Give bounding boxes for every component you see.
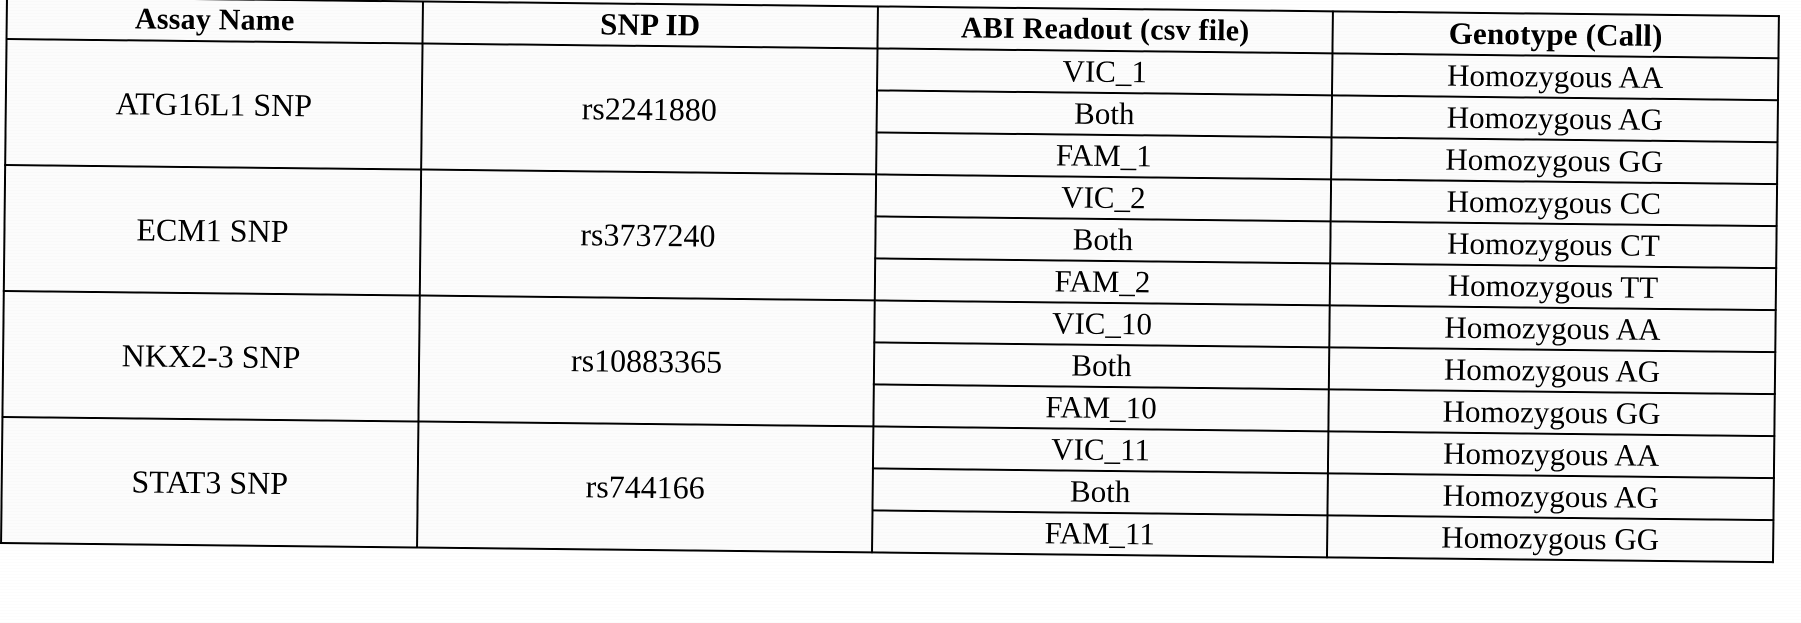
abi-readout-cell: Both (872, 468, 1328, 516)
genotype-cell: Homozygous AA (1332, 53, 1779, 101)
abi-readout-cell: VIC_10 (874, 300, 1330, 348)
genotype-cell: Homozygous CT (1330, 221, 1777, 269)
genotype-cell: Homozygous CC (1330, 179, 1778, 227)
column-header-genotype-call: Genotype (Call) (1332, 11, 1779, 59)
snp-id-cell: rs3737240 (419, 169, 877, 301)
skewed-table-wrapper: Assay Name SNP ID ABI Readout (csv file)… (0, 0, 1780, 564)
abi-readout-cell: Both (875, 216, 1331, 264)
genotype-cell: Homozygous GG (1327, 515, 1774, 563)
genotype-cell: Homozygous AA (1329, 305, 1776, 353)
abi-readout-cell: FAM_2 (874, 258, 1331, 306)
abi-readout-cell: Both (876, 90, 1333, 138)
snp-id-cell: rs2241880 (421, 43, 878, 175)
snp-id-cell: rs744166 (417, 421, 874, 553)
genotype-cell: Homozygous AA (1327, 431, 1775, 479)
abi-readout-cell: VIC_11 (872, 426, 1329, 474)
column-header-assay-name: Assay Name (6, 0, 423, 44)
genotype-cell: Homozygous AG (1331, 95, 1778, 143)
column-header-snp-id: SNP ID (422, 1, 878, 49)
genotype-cell: Homozygous AG (1327, 473, 1774, 521)
snp-assay-table: Assay Name SNP ID ABI Readout (csv file)… (0, 0, 1780, 564)
genotype-cell: Homozygous TT (1329, 263, 1777, 311)
genotype-cell: Homozygous GG (1331, 137, 1778, 185)
genotype-cell: Homozygous GG (1328, 389, 1775, 437)
assay-name-cell: ECM1 SNP (3, 165, 422, 296)
abi-readout-cell: Both (873, 342, 1330, 390)
assay-name-cell: ATG16L1 SNP (5, 39, 423, 170)
assay-name-cell: STAT3 SNP (1, 416, 419, 548)
genotype-cell: Homozygous AG (1328, 347, 1776, 395)
abi-readout-cell: FAM_11 (872, 510, 1328, 558)
abi-readout-cell: FAM_10 (873, 384, 1329, 432)
table-body: ATG16L1 SNP rs2241880 VIC_1 Homozygous A… (1, 39, 1779, 563)
abi-readout-cell: VIC_2 (875, 174, 1332, 222)
column-header-abi-readout: ABI Readout (csv file) (877, 6, 1333, 54)
abi-readout-cell: FAM_1 (876, 132, 1332, 180)
snp-id-cell: rs10883365 (418, 295, 875, 427)
abi-readout-cell: VIC_1 (877, 48, 1333, 96)
assay-name-cell: NKX2-3 SNP (2, 290, 420, 422)
